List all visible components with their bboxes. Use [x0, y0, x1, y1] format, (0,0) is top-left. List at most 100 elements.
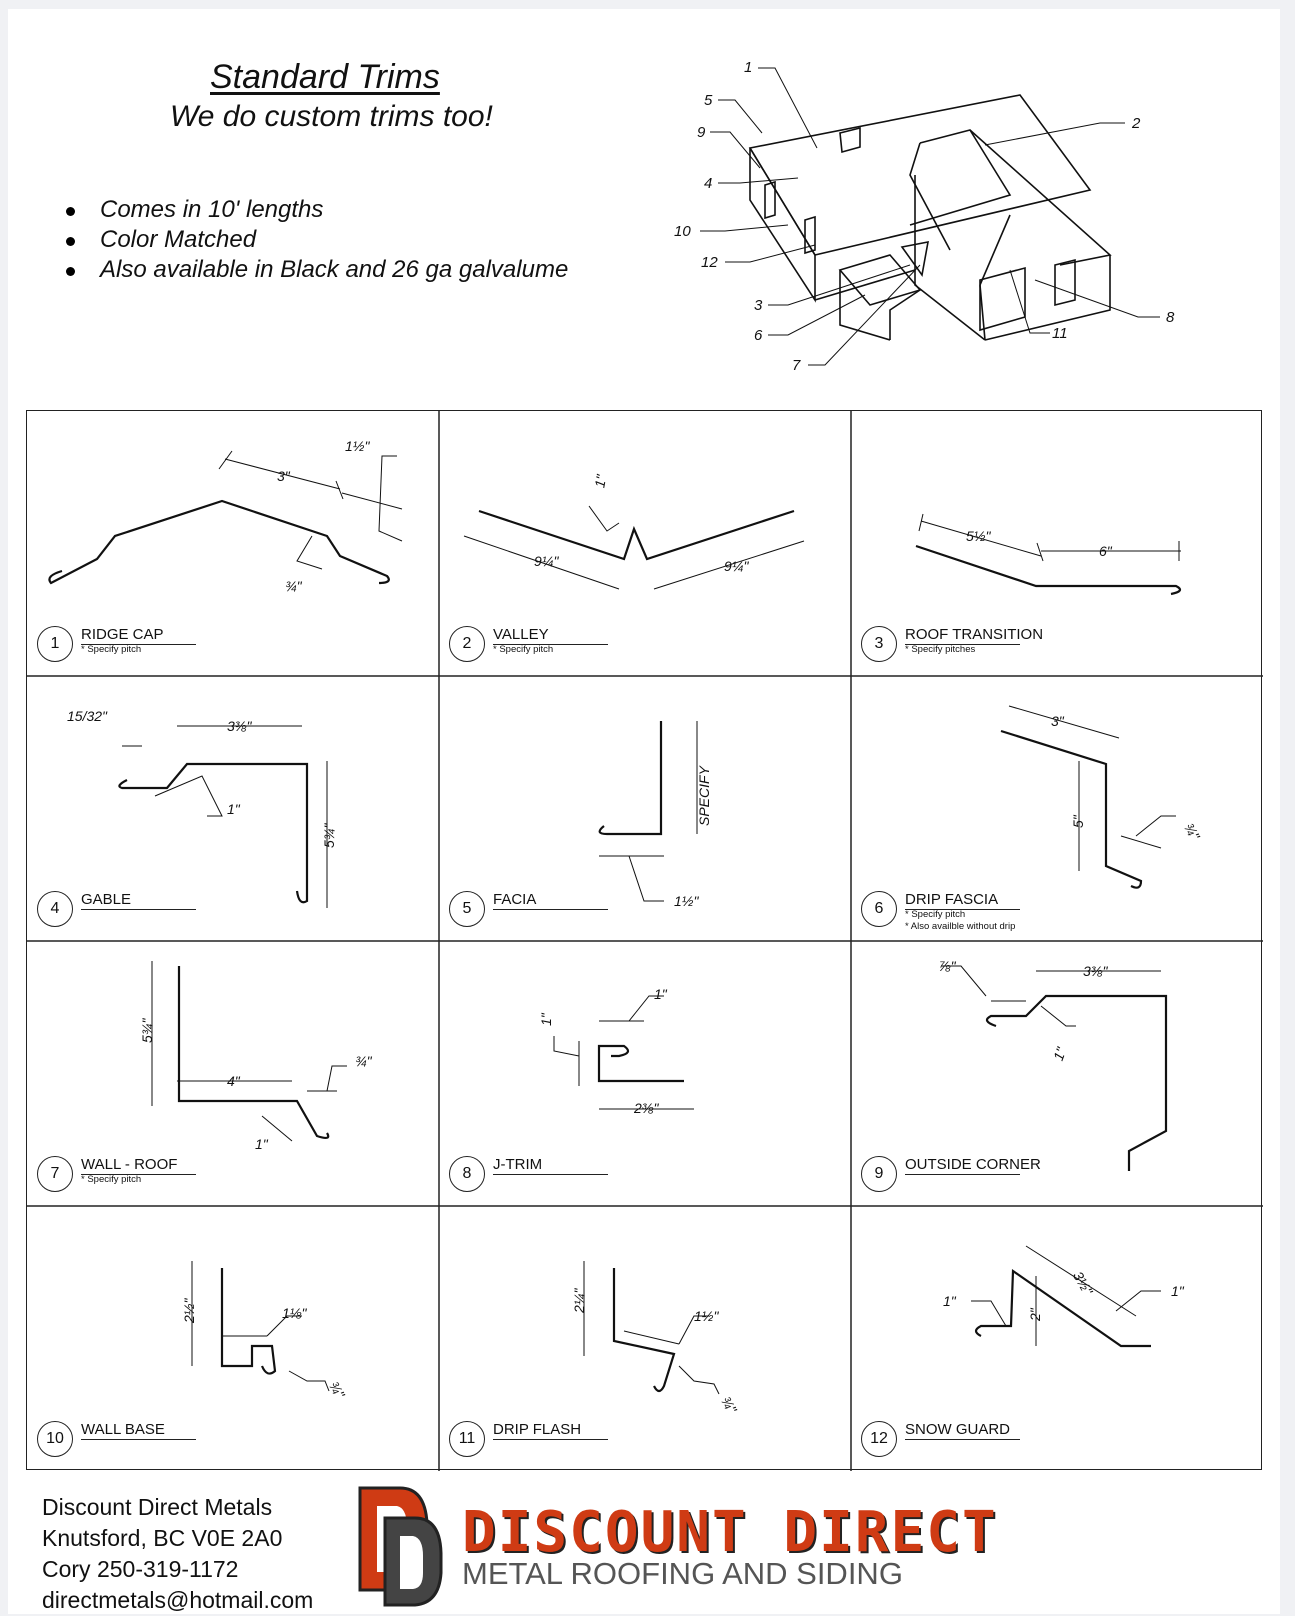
dim-drip-fascia-top: 3" [1051, 713, 1065, 729]
wall-roof-profile: 5¾" 4" ¾" 1" [139, 961, 373, 1152]
dim-facia-height: SPECIFY [696, 764, 712, 826]
dim-ridge-cap-flange: 1½" [345, 438, 370, 454]
trim-note: * Specify pitches [905, 644, 976, 655]
contact-block: Discount Direct Metals Knutsford, BC V0E… [42, 1492, 313, 1616]
callout-1: 1 [744, 59, 752, 76]
company-email[interactable]: directmetals@hotmail.com [42, 1587, 314, 1613]
valley-profile: 9¼" 9¼" 1" [463, 473, 805, 590]
trim-wall-roof: 5¾" 4" ¾" 1" 7 WALL - ROOF * Specify pit… [27, 941, 439, 1206]
trim-name: FACIA [493, 891, 608, 910]
trim-grid: 3" 1½" ¾" 1 RIDGE CAP * Specify pitch 9¼… [26, 410, 1263, 1471]
dim-j-trim-side: 1" [538, 1012, 554, 1026]
dim-wall-roof-flange: ¾" [355, 1053, 373, 1069]
dim-snow-guard-height: 2" [1027, 1307, 1043, 1322]
trim-number: 1 [37, 626, 73, 662]
trim-drip-fascia: 3" 5" ¾" 6 DRIP FASCIA * Specify pitch *… [851, 676, 1263, 941]
dim-wall-base-hem: ¾" [326, 1378, 349, 1401]
company-name: Discount Direct Metals [42, 1494, 273, 1520]
trim-number: 6 [861, 891, 897, 927]
dim-wall-roof-width: 4" [227, 1073, 241, 1089]
grid-lines [27, 411, 1263, 1471]
trim-name: WALL - ROOF [81, 1156, 196, 1175]
roof-transition-profile: 5½" 6" [915, 513, 1182, 596]
trim-number: 9 [861, 1156, 897, 1192]
callout-4: 4 [704, 175, 712, 192]
trim-j-trim: 1" 1" 2⅜" 8 J-TRIM [439, 941, 851, 1206]
page-title: Standard Trims [210, 58, 440, 96]
trim-name: ROOF TRANSITION [905, 626, 1044, 645]
logo-wordmark: DISCOUNT DIRECT [462, 1500, 998, 1565]
callout-3: 3 [754, 297, 763, 314]
trim-wall-base: 2½" 1⅛" ¾" 10 WALL BASE [27, 1206, 439, 1471]
trim-number: 2 [449, 626, 485, 662]
callout-6: 6 [754, 327, 763, 344]
trim-number: 10 [37, 1421, 73, 1457]
dim-outside-corner-hem: ⅞" [939, 958, 957, 974]
trim-number: 11 [449, 1421, 485, 1457]
trim-name: DRIP FASCIA [905, 891, 1020, 910]
trim-valley: 9¼" 9¼" 1" 2 VALLEY * Specify pitch [439, 411, 851, 676]
dim-snow-guard-slope: 3½" [1070, 1268, 1097, 1298]
ridge-cap-profile: 3" 1½" ¾" [48, 438, 403, 594]
trim-name: GABLE [81, 891, 196, 910]
trim-number: 12 [861, 1421, 897, 1457]
trim-drip-flash: 2¼" 1½" ¾" 11 DRIP FLASH [439, 1206, 851, 1471]
callout-5: 5 [704, 92, 713, 109]
dim-drip-fascia-drip: ¾" [1181, 820, 1204, 843]
drip-fascia-profile: 3" 5" ¾" [1000, 705, 1204, 889]
dim-valley-left: 9¼" [534, 553, 559, 569]
dim-outside-corner-top: 3⅜" [1083, 963, 1108, 979]
house-diagram: 1 5 9 4 10 12 3 6 7 2 8 11 [674, 59, 1175, 374]
dim-roof-transition-slope: 5½" [966, 528, 991, 544]
dim-wall-roof-height: 5¾" [139, 1018, 155, 1043]
trim-number: 5 [449, 891, 485, 927]
trim-name: OUTSIDE CORNER [905, 1156, 1041, 1175]
dim-gable-hem: 15/32" [67, 708, 108, 724]
company-phone[interactable]: Cory 250-319-1172 [42, 1556, 239, 1582]
callout-12: 12 [701, 254, 718, 271]
dim-wall-roof-hem: 1" [255, 1136, 269, 1152]
callout-9: 9 [697, 124, 706, 141]
trim-note: * Also availble without drip [905, 921, 1016, 932]
dim-roof-transition-flat: 6" [1099, 543, 1113, 559]
dim-gable-drop: 5¾" [321, 823, 337, 848]
dim-drip-flash-slope: 1½" [694, 1308, 719, 1324]
trim-note: * Specify pitch [905, 909, 966, 920]
dim-valley-center: 1" [591, 473, 609, 489]
trim-number: 4 [37, 891, 73, 927]
feature-item: Also available in Black and 26 ga galval… [62, 255, 568, 285]
dim-gable-kick: 1" [227, 801, 241, 817]
trim-ridge-cap: 3" 1½" ¾" 1 RIDGE CAP * Specify pitch [27, 411, 439, 676]
dim-j-trim-bottom: 2⅜" [633, 1100, 659, 1116]
trim-number: 7 [37, 1156, 73, 1192]
logo-tagline: METAL ROOFING AND SIDING [462, 1556, 903, 1591]
dim-facia-bottom: 1½" [674, 893, 699, 909]
trim-name: SNOW GUARD [905, 1421, 1020, 1440]
trim-outside-corner: ⅞" 3⅜" 1" 9 OUTSIDE CORNER [851, 941, 1263, 1206]
drip-flash-profile: 2¼" 1½" ¾" [571, 1261, 741, 1417]
trim-roof-transition: 5½" 6" 3 ROOF TRANSITION * Specify pitch… [851, 411, 1263, 676]
facia-profile: SPECIFY 1½" [598, 721, 712, 909]
company-address: Knutsford, BC V0E 2A0 [42, 1525, 283, 1551]
snow-guard-profile: 3½" 1" 2" 1" [943, 1245, 1185, 1348]
trim-gable: 15/32" 3⅜" 1" 5¾" 4 GABLE [27, 676, 439, 941]
dim-ridge-cap-hem: ¾" [285, 578, 303, 594]
callout-11: 11 [1052, 325, 1068, 342]
feature-item: Color Matched [62, 225, 568, 255]
page-subtitle: We do custom trims too! [170, 100, 493, 133]
trim-number: 3 [861, 626, 897, 662]
dim-drip-fascia-height: 5" [1070, 814, 1086, 828]
trim-name: WALL BASE [81, 1421, 196, 1440]
trim-snow-guard: 3½" 1" 2" 1" 12 SNOW GUARD [851, 1206, 1263, 1471]
dim-drip-flash-drip: ¾" [718, 1393, 741, 1416]
gable-profile: 15/32" 3⅜" 1" 5¾" [67, 708, 337, 908]
trim-note: * Specify pitch [81, 644, 142, 655]
trim-name: DRIP FLASH [493, 1421, 608, 1440]
trim-name: VALLEY [493, 626, 608, 645]
callout-8: 8 [1166, 309, 1175, 326]
trim-note: * Specify pitch [81, 1174, 142, 1185]
dim-j-trim-top: 1" [654, 986, 668, 1002]
dim-valley-right: 9¼" [724, 558, 749, 574]
j-trim-profile: 1" 1" 2⅜" [538, 986, 694, 1116]
trim-note: * Specify pitch [493, 644, 554, 655]
